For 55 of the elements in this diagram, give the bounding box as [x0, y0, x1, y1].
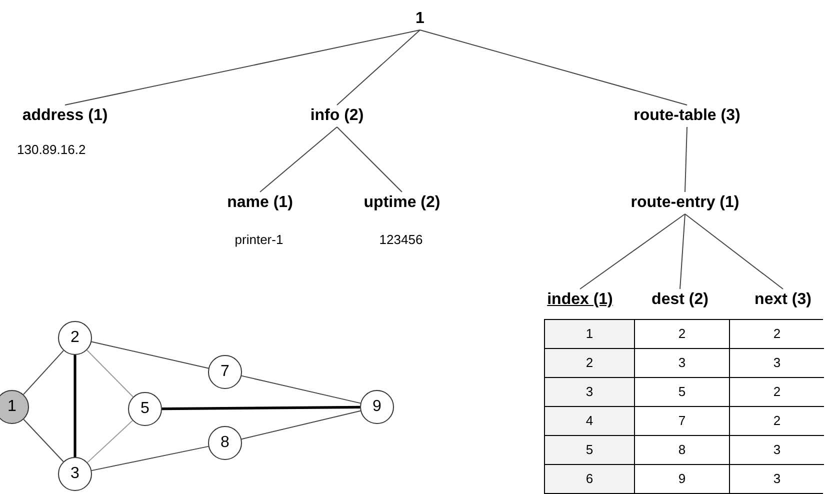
connector-line — [86, 420, 134, 463]
table-cell: 2 — [635, 320, 730, 349]
tree-label: dest (2) — [641, 289, 719, 311]
tree-label: 1 — [408, 8, 432, 30]
connector-line — [23, 418, 64, 462]
graph-node-circle: 5 — [128, 392, 162, 426]
tree-label: info (2) — [297, 105, 377, 127]
value-text: 130.89.16.2 — [17, 142, 86, 158]
table-cell: 2 — [545, 349, 635, 378]
table-cell: 4 — [545, 407, 635, 436]
tree-label: name (1) — [215, 192, 305, 214]
table-cell: 3 — [730, 349, 824, 378]
connector-line — [336, 30, 420, 106]
tree-label: uptime (2) — [352, 192, 452, 214]
graph-node-circle: 3 — [58, 457, 92, 491]
table-cell: 7 — [635, 407, 730, 436]
table-cell: 2 — [730, 320, 824, 349]
connector-line — [260, 126, 338, 192]
graph-node-circle: 8 — [208, 426, 242, 460]
graph-node-circle: 9 — [360, 390, 394, 424]
value-text: printer-1 — [234, 232, 284, 248]
connector-line — [86, 350, 134, 398]
table-cell: 8 — [635, 436, 730, 465]
graph-node-circle: 1 — [0, 390, 29, 424]
tree-label: next (3) — [744, 289, 822, 311]
connector-line — [680, 214, 686, 290]
table-cell: 1 — [545, 320, 635, 349]
tree-label: address (1) — [10, 105, 120, 127]
value-text: 123456 — [378, 232, 424, 248]
tree-label: route-entry (1) — [620, 192, 750, 214]
table-cell: 3 — [635, 349, 730, 378]
table-cell: 2 — [730, 378, 824, 407]
graph-node-circle: 7 — [208, 355, 242, 389]
connector-line — [241, 375, 361, 404]
tree-label: route-table (3) — [622, 105, 752, 127]
table-cell: 5 — [545, 436, 635, 465]
connector-line — [162, 406, 360, 410]
connector-line — [580, 214, 686, 290]
table-cell: 6 — [545, 465, 635, 493]
connector-line — [64, 30, 420, 106]
connector-line — [684, 126, 688, 192]
connector-line — [420, 30, 688, 106]
connector-line — [22, 350, 64, 395]
table-cell: 2 — [730, 407, 824, 436]
connector-line — [684, 214, 784, 290]
connector-line — [336, 126, 402, 192]
graph-node-circle: 2 — [58, 321, 92, 355]
connector-line — [74, 355, 76, 457]
table-cell: 3 — [545, 378, 635, 407]
connector-line — [91, 446, 209, 472]
connector-line — [241, 410, 361, 440]
tree-label: index (1) — [541, 289, 619, 311]
table-cell: 5 — [635, 378, 730, 407]
connector-line — [91, 341, 209, 369]
table-cell: 3 — [730, 436, 824, 465]
